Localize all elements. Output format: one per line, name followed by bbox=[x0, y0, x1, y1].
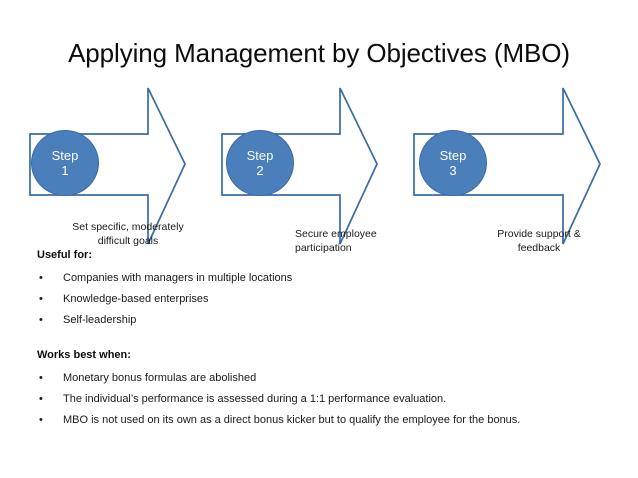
list-item-text: MBO is not used on its own as a direct b… bbox=[63, 414, 521, 426]
step-circle-2[interactable]: Step 2 bbox=[226, 130, 294, 196]
step-circle-3-label: Step bbox=[439, 148, 467, 163]
step-circle-2-label: Step bbox=[246, 148, 274, 163]
process-arrow-3 bbox=[413, 87, 601, 245]
step-circle-1[interactable]: Step 1 bbox=[31, 130, 99, 196]
list-item-text: Knowledge-based enterprises bbox=[63, 293, 209, 305]
list-item-text: Self-leadership bbox=[63, 314, 137, 326]
list-item-text: The individual’s performance is assessed… bbox=[63, 393, 447, 405]
list-item: • The individual’s performance is assess… bbox=[37, 389, 612, 410]
list-item: • Self-leadership bbox=[37, 310, 612, 331]
list-item-text: Monetary bonus formulas are abolished bbox=[63, 372, 257, 384]
bullet-icon: • bbox=[39, 293, 43, 305]
list-item: • Companies with managers in multiple lo… bbox=[37, 268, 612, 289]
works-best-when-list: • Monetary bonus formulas are abolished … bbox=[37, 368, 612, 431]
step-circle-3[interactable]: Step 3 bbox=[419, 130, 487, 196]
step-circle-2-number: 2 bbox=[256, 163, 264, 178]
step-caption-3: Provide support & feedback bbox=[497, 228, 581, 254]
bullet-icon: • bbox=[39, 414, 43, 426]
step-circle-1-number: 1 bbox=[61, 163, 69, 178]
step-caption-1: Set specific, moderately difficult goals bbox=[72, 221, 184, 247]
process-arrow-1 bbox=[29, 87, 186, 245]
bullet-icon: • bbox=[39, 372, 43, 384]
step-circle-3-number: 3 bbox=[449, 163, 457, 178]
list-item: • Knowledge-based enterprises bbox=[37, 289, 612, 310]
useful-for-list: • Companies with managers in multiple lo… bbox=[37, 268, 612, 331]
list-item: • Monetary bonus formulas are abolished bbox=[37, 368, 612, 389]
page-title: Applying Management by Objectives (MBO) bbox=[68, 38, 570, 68]
process-arrows-group bbox=[29, 87, 601, 245]
list-item-text: Companies with managers in multiple loca… bbox=[63, 272, 293, 284]
bullet-icon: • bbox=[39, 272, 43, 284]
list-item: • MBO is not used on its own as a direct… bbox=[37, 410, 612, 431]
step-circle-1-label: Step bbox=[51, 148, 79, 163]
bullet-icon: • bbox=[39, 314, 43, 326]
mbo-process-diagram: Step 1 Set specific, moderately difficul… bbox=[0, 80, 638, 255]
process-arrow-2 bbox=[221, 87, 378, 245]
notes-spacer bbox=[37, 331, 612, 348]
works-best-when-heading: Works best when: bbox=[37, 349, 131, 361]
notes-section: Useful for: • Companies with managers in… bbox=[37, 248, 612, 431]
step-caption-2: Secure employee participation bbox=[295, 228, 377, 254]
useful-for-heading: Useful for: bbox=[37, 249, 92, 261]
bullet-icon: • bbox=[39, 393, 43, 405]
